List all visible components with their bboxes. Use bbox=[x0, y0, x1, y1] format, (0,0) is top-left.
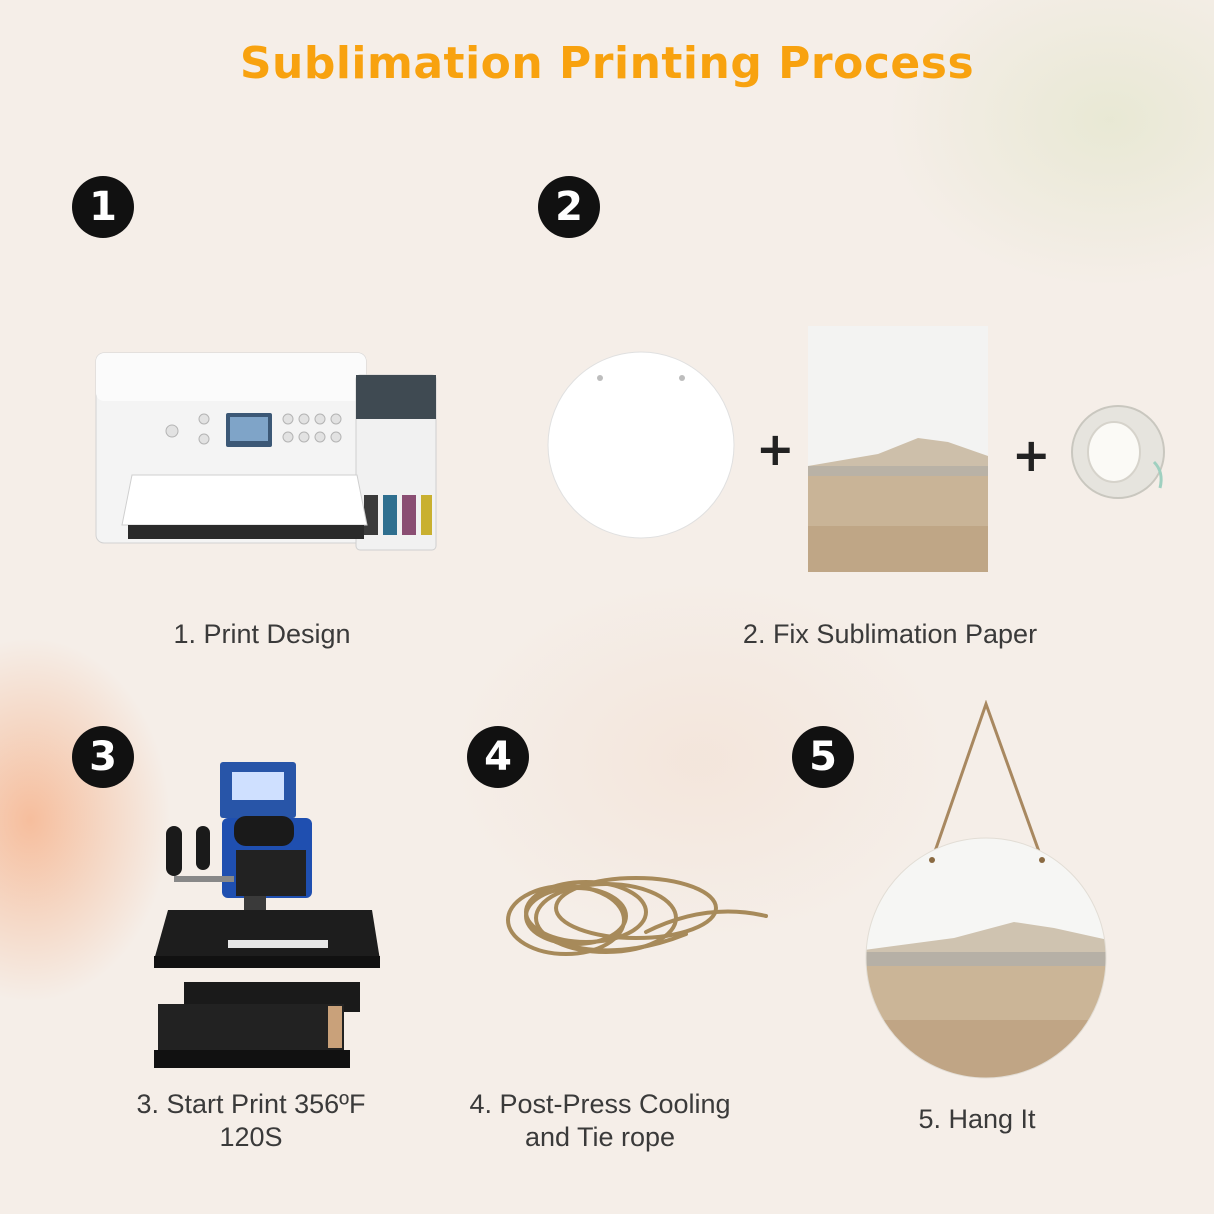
printer-illustration bbox=[95, 352, 437, 551]
step-1-caption: 1. Print Design bbox=[173, 619, 351, 649]
sublimation-paper-image bbox=[808, 326, 988, 572]
step-3-caption-line1: 3. Start Print 356ºF bbox=[136, 1089, 366, 1119]
plus-sign-2: + bbox=[1012, 428, 1051, 482]
step-4-badge: 4 bbox=[467, 726, 529, 788]
step-5-caption: 5. Hang It bbox=[918, 1104, 1036, 1134]
page-title: Sublimation Printing Process bbox=[239, 38, 975, 89]
jute-rope-coil bbox=[506, 876, 768, 956]
step-4-caption-line2: and Tie rope bbox=[524, 1122, 676, 1152]
step-1-badge: 1 bbox=[72, 176, 134, 238]
hanging-finished-board bbox=[865, 700, 1107, 1079]
step-5-badge: 5 bbox=[792, 726, 854, 788]
tape-roll bbox=[1071, 405, 1165, 499]
step-4-caption-line1: 4. Post-Press Cooling bbox=[469, 1089, 731, 1119]
heat-press-machine bbox=[154, 762, 380, 1068]
step-2-caption: 2. Fix Sublimation Paper bbox=[742, 619, 1038, 649]
step-2-badge: 2 bbox=[538, 176, 600, 238]
step-3-badge: 3 bbox=[72, 726, 134, 788]
blank-round-board bbox=[547, 351, 735, 539]
step-3-caption-line2: 120S bbox=[219, 1122, 283, 1152]
plus-sign-1: + bbox=[756, 422, 795, 476]
